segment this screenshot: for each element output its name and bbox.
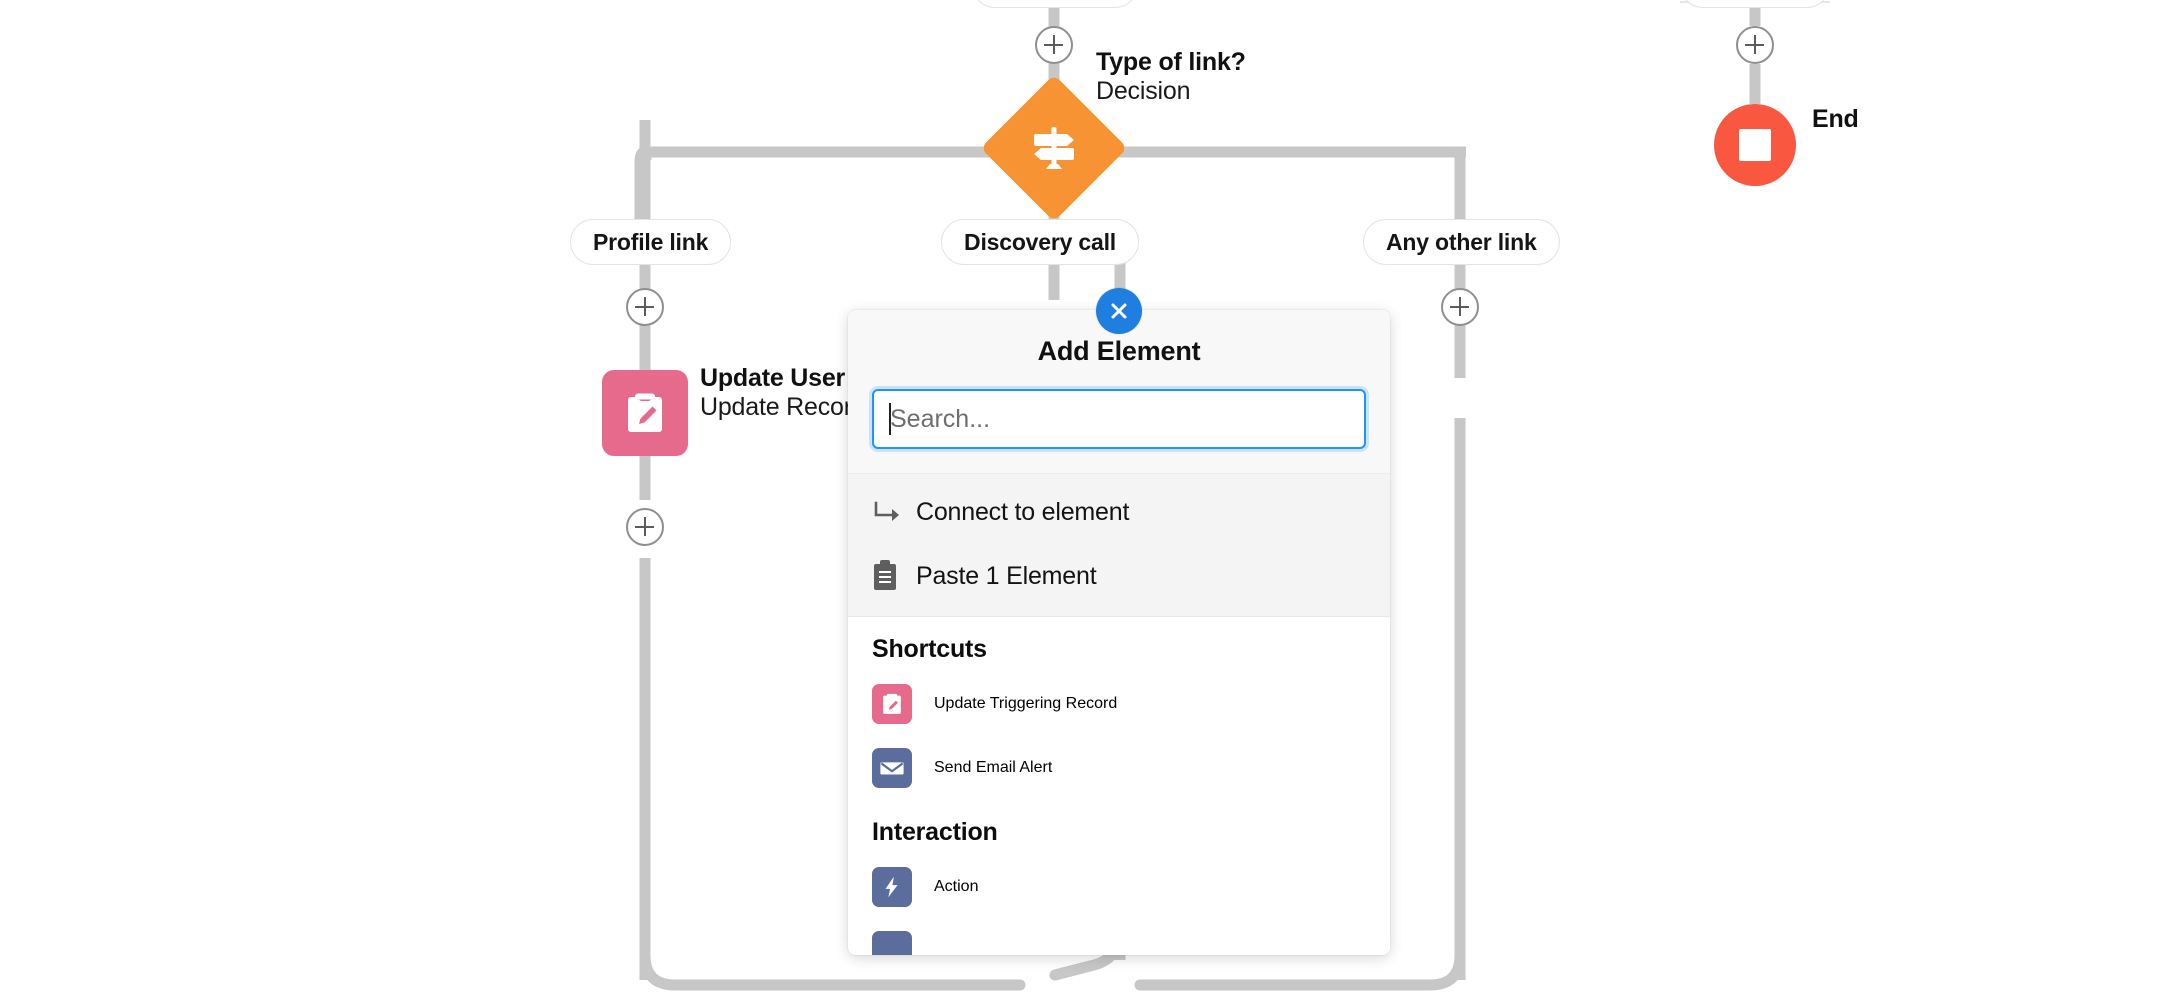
group-heading-interaction: Interaction (872, 818, 998, 846)
add-element-list[interactable]: Connect to element (848, 474, 1390, 955)
text-cursor (889, 403, 891, 435)
branch-pill-label: Profile link (593, 228, 709, 255)
list-item-action[interactable]: Action (848, 855, 1390, 919)
list-item-label: Update Triggering Record (934, 695, 1118, 712)
search-field-wrapper[interactable] (872, 389, 1366, 449)
branch-pill-any-other-link[interactable]: Any other link (1363, 219, 1560, 265)
end-node-circle (1714, 104, 1796, 186)
list-item-update-triggering-record[interactable]: Update Triggering Record (848, 672, 1390, 736)
update-record-icon (872, 684, 912, 724)
add-element-button-any-other-link[interactable] (1441, 288, 1479, 326)
group-heading-shortcuts: Shortcuts (872, 635, 987, 663)
clipped-icon (872, 931, 912, 955)
branch-pill-offscreen-top[interactable] (972, 0, 1138, 8)
decision-node-label: Type of link? Decision (1096, 48, 1246, 106)
arrow-turn-right-icon (872, 499, 916, 525)
decision-title: Type of link? (1096, 48, 1246, 76)
stop-square-icon (1739, 129, 1771, 161)
update-user-node-label: Update User Update Recor (700, 364, 852, 422)
signpost-icon (1002, 96, 1106, 200)
menu-item-paste-element[interactable]: Paste 1 Element (848, 544, 1390, 608)
add-element-popover[interactable]: Add Element Connect (848, 310, 1390, 955)
list-item-send-email-alert[interactable]: Send Email Alert (848, 736, 1390, 800)
branch-pill-label: Any other link (1386, 228, 1537, 255)
update-user-node[interactable] (602, 370, 688, 456)
envelope-icon (872, 748, 912, 788)
branch-pill-profile-link[interactable]: Profile link (570, 219, 732, 265)
add-element-button-profile-link[interactable] (626, 288, 664, 326)
branch-pill-label: Discovery call (964, 228, 1116, 255)
end-node-label: End (1812, 105, 1859, 133)
menu-item-label: Paste 1 Element (916, 561, 1097, 590)
list-item-label: Send Email Alert (934, 759, 1053, 776)
list-item-label: Action (934, 878, 979, 895)
end-node[interactable] (1714, 104, 1796, 186)
add-element-button-above-decision[interactable] (1035, 26, 1073, 64)
search-input[interactable] (872, 389, 1366, 449)
update-record-icon (602, 370, 688, 456)
close-add-element-button[interactable] (1096, 288, 1142, 334)
clipboard-icon (872, 560, 916, 592)
quick-actions-group: Connect to element (848, 474, 1390, 617)
branch-pill-discovery-call[interactable]: Discovery call (941, 219, 1139, 265)
decision-subtitle: Decision (1096, 77, 1191, 105)
add-element-header: Add Element (848, 310, 1390, 474)
close-icon (1111, 303, 1127, 319)
list-item-clipped[interactable] (848, 919, 1390, 955)
add-element-button-end-branch[interactable] (1736, 26, 1774, 64)
menu-item-label: Connect to element (916, 497, 1130, 526)
branch-pill-offscreen-end[interactable] (1680, 0, 1830, 8)
menu-item-connect-to-element[interactable]: Connect to element (848, 480, 1390, 544)
update-user-subtitle: Update Recor (700, 393, 852, 421)
add-element-button-below-update-user[interactable] (626, 508, 664, 546)
lightning-bolt-icon (872, 867, 912, 907)
add-element-title: Add Element (1037, 336, 1201, 366)
update-user-title: Update User (700, 364, 846, 392)
